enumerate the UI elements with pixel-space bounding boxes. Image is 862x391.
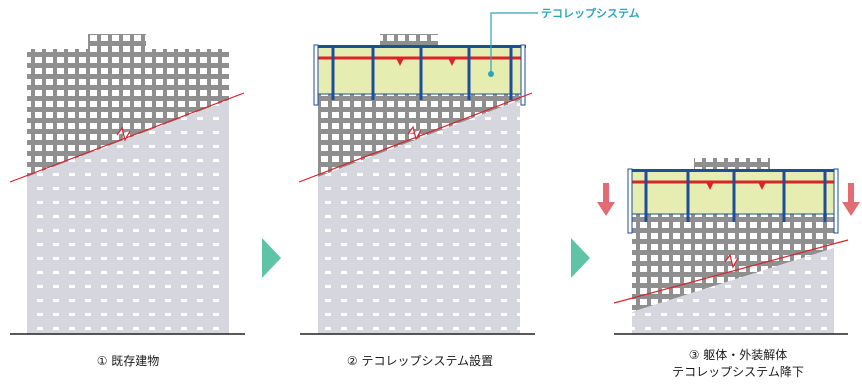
down-arrow-icon	[842, 183, 860, 216]
hook-icon	[758, 182, 766, 190]
system-columns	[644, 170, 827, 222]
hook-icon	[396, 58, 404, 66]
step-2-caption: ② テコレップシステム設置	[346, 354, 494, 368]
right-mast	[520, 44, 526, 106]
callout-leader	[490, 12, 538, 74]
roof-structure	[88, 34, 146, 49]
light-facade	[27, 100, 229, 334]
section-line	[613, 239, 849, 304]
left-mast	[313, 44, 319, 106]
break-mark	[116, 126, 131, 142]
dark-facade	[27, 49, 229, 177]
building-lowered	[597, 158, 860, 335]
step-arrow-icon	[262, 238, 281, 278]
down-arrow-icon	[597, 183, 615, 216]
callout-label: テコレップシステム	[541, 7, 640, 20]
building-with-system	[298, 12, 538, 335]
system-columns	[331, 46, 513, 100]
right-mast	[833, 168, 839, 234]
light-facade	[632, 248, 834, 334]
hook-icon	[706, 182, 714, 190]
hook-icon	[448, 58, 456, 66]
step-3-caption-line2: テコレップシステム降下	[672, 365, 804, 379]
light-facade	[318, 100, 520, 334]
break-mark	[724, 253, 739, 269]
step-3-caption-line1: ③ 躯体・外装解体	[688, 348, 788, 362]
break-mark	[407, 125, 422, 141]
step-1-caption: ① 既存建物	[96, 354, 160, 368]
building-existing	[9, 34, 245, 335]
left-mast	[627, 168, 633, 234]
step-arrow-icon	[571, 238, 590, 278]
